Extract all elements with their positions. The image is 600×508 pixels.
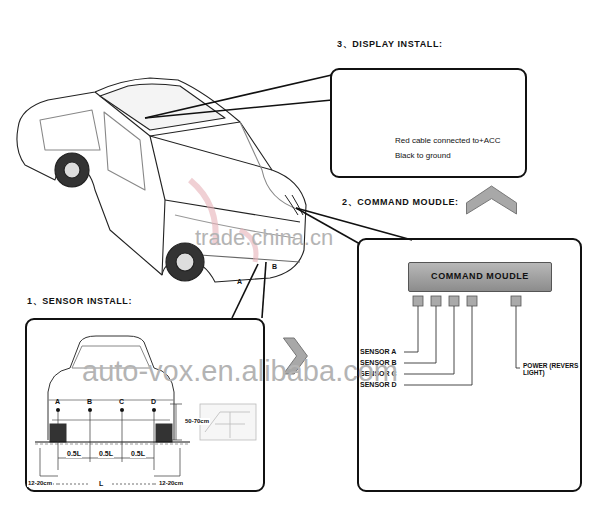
watermark: auto-vox.en.alibaba.com xyxy=(82,356,398,388)
leader-lines xyxy=(145,100,332,118)
chevron-arrow xyxy=(467,186,517,214)
section-heading: COMMAND MOUDLE xyxy=(409,271,551,281)
leader-lines xyxy=(262,262,266,318)
car-wheels xyxy=(55,153,204,281)
car-body xyxy=(104,112,145,190)
module-terminals xyxy=(413,296,423,306)
part-label: 12-20cm xyxy=(158,480,184,487)
chevron-arrow xyxy=(467,186,517,214)
car-wheels xyxy=(64,162,80,178)
car-wheels xyxy=(176,253,194,271)
part-label: 50-70cm xyxy=(184,418,210,425)
module-terminals xyxy=(511,296,521,306)
part-label: B xyxy=(87,398,92,406)
module-terminals xyxy=(449,296,459,306)
dimension-lines xyxy=(40,476,180,477)
car-body xyxy=(17,78,306,282)
trunk-wires xyxy=(292,195,303,215)
module-terminals xyxy=(413,296,521,306)
part-label: L xyxy=(98,480,104,488)
module-terminals xyxy=(467,296,477,306)
section-box: 1、SENSOR INSTALL: xyxy=(25,318,265,492)
leader-lines xyxy=(232,264,258,318)
sensor-dots xyxy=(56,408,60,412)
car-body xyxy=(165,200,300,222)
sensor-dots xyxy=(88,408,92,412)
car-rear-view xyxy=(156,424,172,442)
dimension-lines xyxy=(170,404,182,440)
module-wires xyxy=(516,306,520,368)
watermark: trade.china.cn xyxy=(195,226,333,250)
module-wires xyxy=(404,306,436,363)
part-label: A xyxy=(55,398,60,406)
module-wires xyxy=(404,306,454,374)
module-wires xyxy=(404,306,472,385)
part-label: B xyxy=(272,263,277,271)
part-label: 12-20cm xyxy=(27,480,53,487)
section-heading: 1、SENSOR INSTALL: xyxy=(27,295,132,308)
module-box: COMMAND MOUDLE xyxy=(408,262,552,292)
trunk-wires xyxy=(285,195,298,215)
part-label: C xyxy=(119,398,124,406)
part-label: A xyxy=(237,278,242,286)
part-label: 0.5L xyxy=(66,450,82,458)
module-wires xyxy=(404,306,520,385)
trunk-wires xyxy=(285,195,303,215)
part-label: D xyxy=(151,398,156,406)
section-heading: 3、DISPLAY INSTALL: xyxy=(337,38,443,51)
car-body xyxy=(200,255,300,262)
section-heading: 2、COMMAND MOUDLE: xyxy=(342,196,459,209)
note-text: Red cable connected to+ACC xyxy=(395,136,501,145)
part-label: 0.5L xyxy=(98,450,114,458)
car-body xyxy=(240,122,300,210)
note-text: Black to ground xyxy=(395,151,451,160)
sensor-dots xyxy=(120,408,124,412)
dimension-lines xyxy=(58,412,154,470)
sensor-dots xyxy=(152,408,156,412)
section-box: 3、DISPLAY INSTALL:Red cable connected to… xyxy=(330,68,527,178)
sensor-dots xyxy=(56,408,156,412)
part-label: 0.5L xyxy=(130,450,146,458)
dimension-lines xyxy=(40,448,180,476)
car-body xyxy=(150,136,165,275)
dimension-lines xyxy=(40,404,182,484)
part-label: POWER (REVERS LIGHT) xyxy=(523,362,579,376)
car-wheels xyxy=(55,153,89,187)
module-terminals xyxy=(431,296,441,306)
car-body xyxy=(40,110,100,150)
leader-lines xyxy=(145,74,336,118)
inset-photo xyxy=(205,412,250,438)
module-wires xyxy=(404,306,418,352)
part-label: SENSOR A xyxy=(360,348,396,356)
car-body xyxy=(17,78,306,282)
car-rear-view xyxy=(48,336,174,440)
